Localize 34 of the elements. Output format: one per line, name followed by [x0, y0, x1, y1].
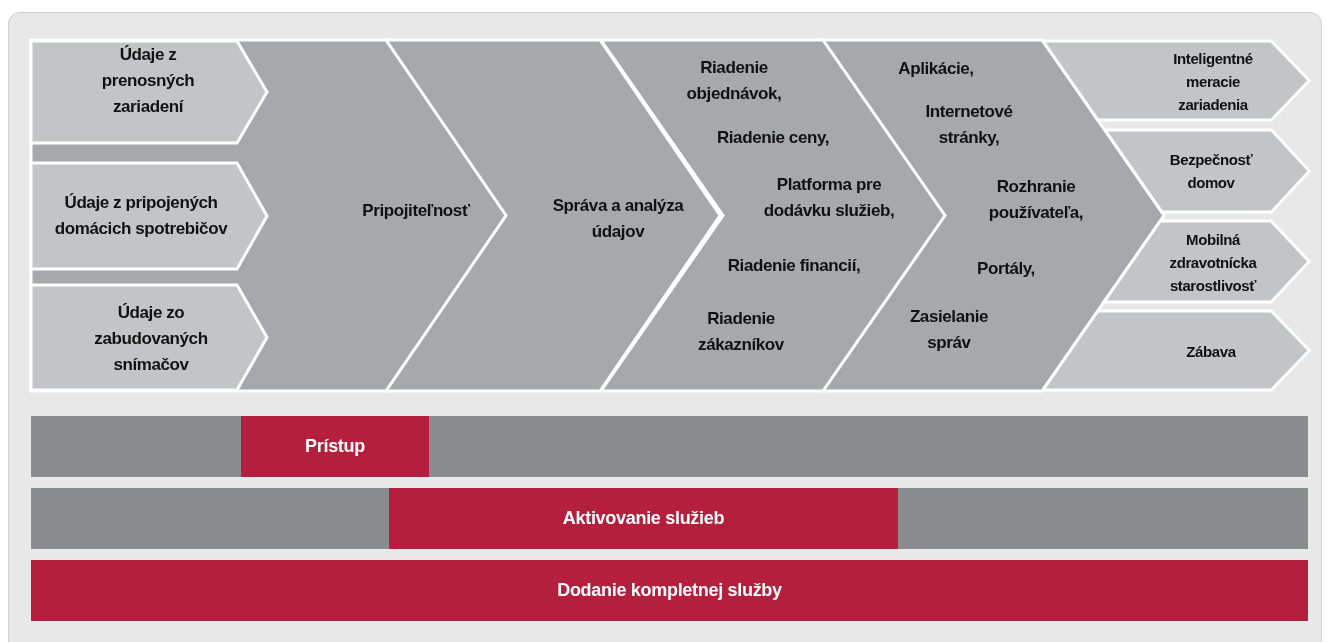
bar-label: Prístup	[305, 436, 365, 457]
label-bar	[389, 488, 898, 549]
chevron-label: Riadenie ceny,	[715, 127, 831, 149]
chevron-shape	[1042, 41, 1309, 120]
chevron-label: Zábava	[1185, 341, 1237, 361]
bar-label: Aktivovanie služieb	[562, 508, 725, 529]
chevron-label: Platforma pre dodávku služieb,	[762, 174, 896, 222]
chevron-shape	[31, 41, 267, 143]
chevron-shape	[1104, 130, 1309, 212]
chevron-label: Portály,	[976, 258, 1036, 280]
label-bar	[31, 560, 1308, 621]
chevron-label: Riadenie financií,	[726, 255, 862, 277]
chevron-label: Rozhranie používateľa,	[987, 176, 1085, 224]
chevron-label: Riadenie zákazníkov	[697, 308, 785, 356]
chevron-label: Správa a analýza údajov	[551, 195, 685, 243]
chevron-label: Mobilná zdravotnícka starostlivosť	[1168, 229, 1258, 295]
chevron-shape	[31, 285, 267, 390]
chevron-label: Údaje z pripojených domácich spotrebičov	[53, 192, 229, 240]
chevron-label: Údaje zo zabudovaných snímačov	[93, 302, 209, 376]
chevron-shape	[1042, 311, 1309, 390]
chevron-shape	[1103, 221, 1309, 302]
label-bar	[241, 416, 429, 477]
chevron-label: Údaje z prenosných zariadení	[100, 44, 196, 118]
bar-track	[31, 416, 1308, 477]
chevron-label: Internetové stránky,	[924, 101, 1014, 149]
chevron-label: Aplikácie,	[897, 58, 975, 80]
chevron-label: Inteligentné meracie zariadenia	[1172, 48, 1254, 114]
chevron-label: Pripojiteľnosť	[361, 200, 471, 222]
chevron-label: Zasielanie správ	[908, 306, 990, 354]
chevron-label: Riadenie objednávok,	[685, 57, 783, 105]
bar-label: Dodanie kompletnej služby	[557, 580, 782, 601]
chevron-label: Bezpečnosť domov	[1168, 150, 1254, 193]
bar-track	[31, 488, 1308, 549]
chevron-shape	[31, 163, 267, 269]
